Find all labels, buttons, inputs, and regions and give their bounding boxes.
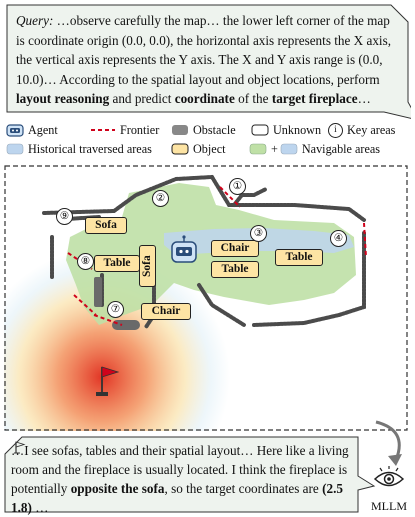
key-area-1: ① <box>229 178 246 195</box>
legend-key-areas-label: Key areas <box>347 122 396 137</box>
answer-flag-icon <box>14 441 26 454</box>
legend-historical-label: Historical traversed areas <box>28 141 152 156</box>
legend-row-2: Historical traversed areas Object + Navi… <box>6 141 411 157</box>
unknown-swatch-icon <box>251 124 269 136</box>
agent-robot-icon <box>171 235 197 263</box>
key-area-9: ⑨ <box>56 208 73 225</box>
object-swatch-icon <box>171 143 189 155</box>
object-table-3: Table <box>275 249 323 266</box>
legend-navigable: + Navigable areas <box>249 141 380 157</box>
legend-key-areas: i Key areas <box>328 122 395 138</box>
query-part2: and predict <box>109 91 175 106</box>
query-part4: … <box>357 91 371 106</box>
answer-bold-coords: (2.5 1.8) <box>11 481 343 515</box>
answer-bubble-shape <box>4 436 376 513</box>
answer-bold-opposite: opposite the sofa <box>70 481 165 496</box>
navigable-green-swatch-icon <box>249 143 267 155</box>
target-heatmap <box>4 249 230 431</box>
robot-icon <box>6 124 24 137</box>
legend-unknown-label: Unknown <box>273 122 322 137</box>
query-bold-layout-reasoning: layout reasoning <box>16 91 110 106</box>
target-flag-icon <box>96 366 120 396</box>
key-area-2: ② <box>152 190 169 207</box>
frontier-line-icon <box>91 129 115 131</box>
obstacle-swatch-icon <box>172 125 188 135</box>
key-area-8: ⑧ <box>77 253 94 270</box>
mllm-eye-icon <box>373 466 405 487</box>
map-canvas <box>4 165 408 431</box>
query-label: Query: <box>16 13 54 28</box>
query-bold-coordinate: coordinate <box>174 91 235 106</box>
answer-bubble: …I see sofas, tables and their spatial l… <box>4 436 376 515</box>
key-area-7: ⑦ <box>107 301 124 318</box>
key-area-icon: i <box>328 122 343 138</box>
legend-historical: Historical traversed areas <box>6 141 152 157</box>
answer-part3: … <box>31 500 49 515</box>
flow-arrow <box>375 420 402 466</box>
legend-navigable-label: Navigable areas <box>301 141 381 156</box>
map-dashed-border <box>4 165 408 431</box>
mllm-label: MLLM <box>371 499 407 513</box>
query-bubble-shape <box>6 4 411 119</box>
answer-text: …I see sofas, tables and their spatial l… <box>11 441 356 517</box>
object-chair-1: Chair <box>211 240 259 257</box>
obstacle-blobs <box>94 277 140 330</box>
legend-frontier-label: Frontier <box>120 122 160 137</box>
legend-obstacle: Obstacle <box>171 122 236 138</box>
legend-unknown: Unknown <box>251 122 321 138</box>
object-table-2: Table <box>211 261 259 278</box>
query-bubble: Query: …observe carefully the map… the l… <box>6 4 411 119</box>
map-frame: Sofa Table Sofa Chair Table Table Chair … <box>4 165 408 431</box>
historical-swatch-icon <box>6 143 24 155</box>
object-sofa-1: Sofa <box>85 217 127 234</box>
legend-frontier: Frontier <box>90 122 159 138</box>
legend-object: Object <box>171 141 226 157</box>
query-text: Query: …observe carefully the map… the l… <box>16 11 398 109</box>
object-chair-2: Chair <box>141 303 191 320</box>
legend-obstacle-label: Obstacle <box>193 122 236 137</box>
object-sofa-2: Sofa <box>139 245 156 287</box>
navigable-blue-swatch-icon <box>280 143 298 155</box>
legend-plus: + <box>271 141 278 156</box>
mllm-block: MLLM <box>364 466 414 514</box>
query-bold-target: target fireplace <box>271 91 358 106</box>
legend-agent-label: Agent <box>28 122 58 137</box>
legend-agent: Agent <box>6 122 58 138</box>
query-part1: …observe carefully the map… the lower le… <box>16 13 392 87</box>
legend-object-label: Object <box>193 141 226 156</box>
answer-part2: , so the target coordinates are <box>164 481 323 496</box>
key-area-4: ④ <box>330 230 347 247</box>
answer-part1: …I see sofas, tables and their spatial l… <box>11 443 349 496</box>
key-area-3: ③ <box>250 225 267 242</box>
legend-row-1: Agent Frontier Obstacle Unknown i Key ar… <box>6 122 411 138</box>
object-table-1: Table <box>94 255 140 272</box>
query-part3: of the <box>234 91 272 106</box>
